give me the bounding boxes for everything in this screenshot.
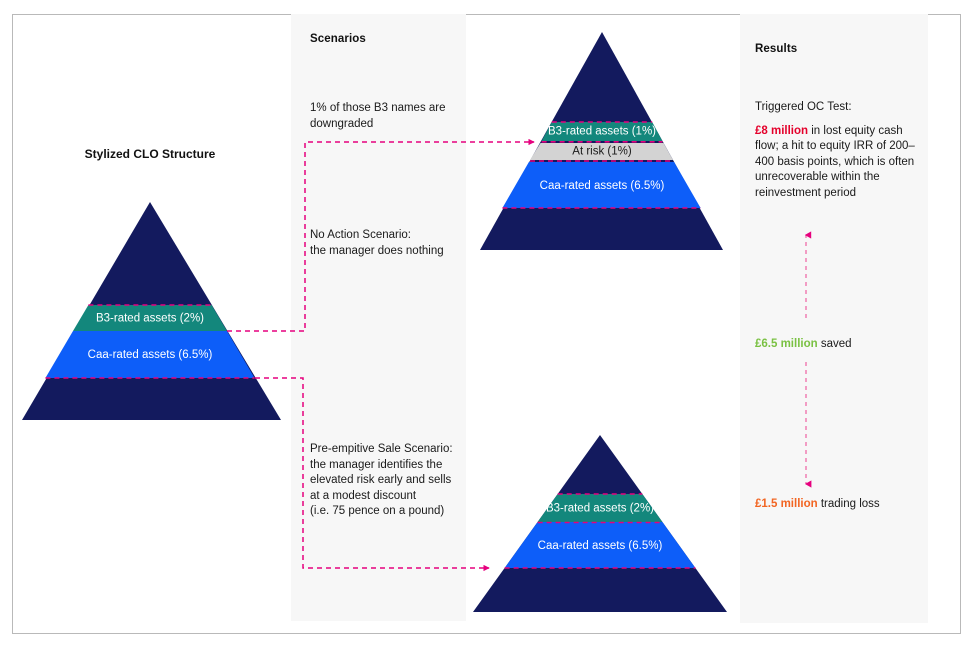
result-loss-text: in lost equity cash flow; a hit to equit… [755, 124, 915, 199]
result-oc-test-label: Triggered OC Test: [755, 101, 852, 113]
result-loss-amount: £8 million [755, 124, 809, 137]
scenarios-heading: Scenarios [310, 33, 366, 45]
scenario-no-action: No Action Scenario: the manager does not… [310, 229, 444, 257]
results-heading: Results [755, 43, 798, 55]
result-trading-loss-amount: £1.5 million [755, 498, 818, 510]
result-loss-line: £8 million in lost equity cash flow; a h… [755, 124, 923, 202]
result-saved: £6.5 million saved [755, 337, 927, 353]
result-oc-test: Triggered OC Test: £8 million in lost eq… [755, 100, 923, 202]
results-panel [740, 14, 928, 623]
left-chart-title: Stylized CLO Structure [84, 147, 216, 161]
scenario-pre-emptive: Pre-empitive Sale Scenario: the manager … [310, 443, 453, 518]
result-saved-text: saved [817, 338, 852, 350]
spacer [755, 116, 923, 124]
result-trading-loss-text: trading loss [817, 498, 880, 510]
result-saved-amount: £6.5 million [755, 338, 818, 350]
scenario-note-downgrade: 1% of those B3 names are downgraded [310, 102, 446, 130]
result-trading-loss: £1.5 million trading loss [755, 497, 927, 513]
